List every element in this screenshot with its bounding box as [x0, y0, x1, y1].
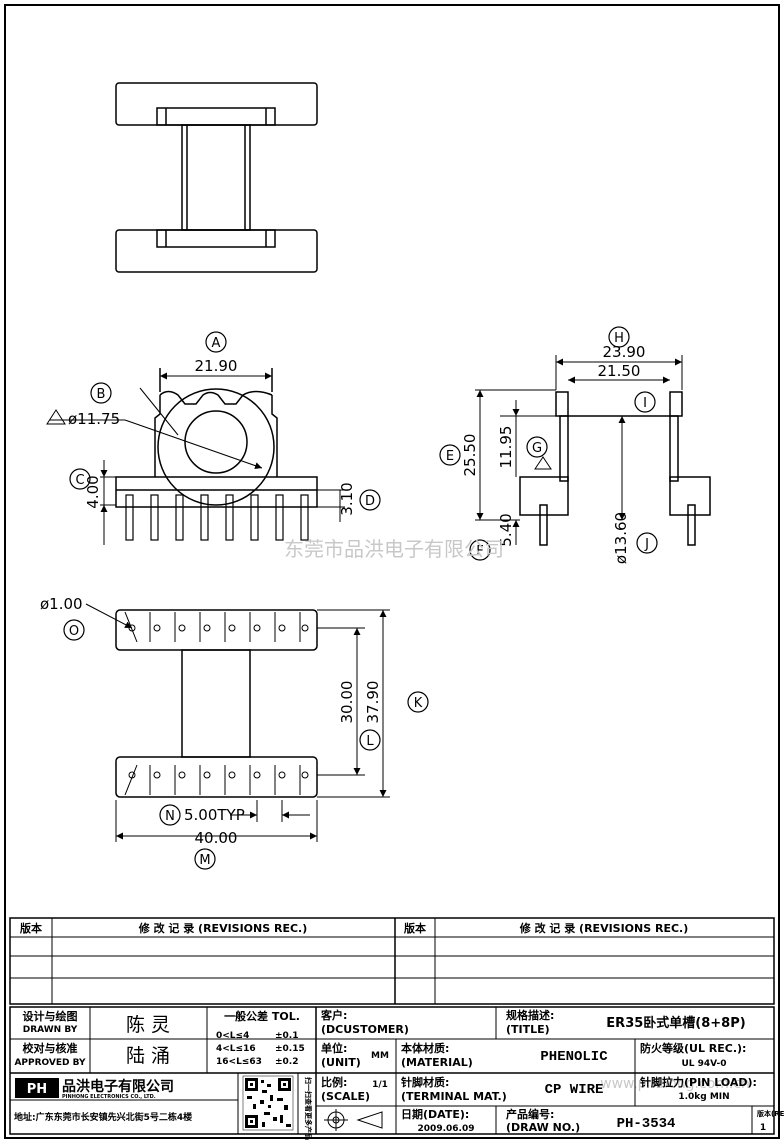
callout-c: C — [75, 473, 84, 488]
dim-g-value: 11.95 — [497, 426, 515, 469]
tol-value-2: ±0.15 — [275, 1044, 305, 1054]
logo-text: PH — [27, 1082, 47, 1097]
customer-label-cn: 客户: — [320, 1008, 347, 1022]
tol-range-3: 16<L≤63 — [216, 1057, 262, 1067]
pinload-label-cn: 针脚拉力(PIN LOAD): — [640, 1075, 757, 1089]
designer-label-en: DRAWN BY — [23, 1025, 78, 1035]
designer-label-cn: 设计与绘图 — [23, 1009, 78, 1023]
approver-label-en: APPROVED BY — [14, 1058, 86, 1068]
callout-g: G — [532, 441, 542, 456]
tol-value-1: ±0.1 — [275, 1031, 298, 1041]
title-value: ER35卧式单槽(8+8P) — [606, 1015, 745, 1031]
dim-c-value: 4.00 — [84, 475, 102, 508]
approver-label-cn: 校对与核准 — [23, 1041, 78, 1055]
dim-o-value: ø1.00 — [40, 595, 83, 613]
qr-code — [242, 1075, 294, 1131]
projection-symbol-icon — [324, 1109, 383, 1131]
unit-label-en: (UNIT) — [321, 1056, 361, 1069]
dim-k-value: 37.90 — [364, 681, 382, 724]
bottom-view — [115, 609, 318, 798]
scale-label-en: (SCALE) — [321, 1090, 370, 1103]
address: 地址:广东东莞市长安镇先兴北街5号二栋4楼 — [14, 1111, 192, 1123]
callout-i: I — [643, 396, 647, 411]
callout-n: N — [165, 809, 175, 824]
company-name: 品洪电子有限公司 — [62, 1078, 174, 1095]
front-view — [115, 368, 318, 541]
callout-b: B — [97, 387, 106, 402]
tol-range-1: 0<L≤4 — [216, 1031, 249, 1041]
designer-value: 陈 灵 — [126, 1014, 170, 1036]
unit-value: MM — [371, 1051, 389, 1061]
outer-frame — [4, 4, 780, 1139]
ul-label-cn: 防火等级(UL REC.): — [640, 1041, 746, 1055]
callout-k: K — [414, 696, 423, 711]
callout-circles — [63, 326, 658, 870]
rev-left-version-header: 版本 — [20, 921, 42, 935]
approver-value: 陆 涌 — [126, 1045, 170, 1067]
dim-h-value: 23.90 — [603, 343, 646, 361]
tol-range-2: 4<L≤16 — [216, 1044, 256, 1054]
tol-title: 一般公差 TOL. — [224, 1009, 300, 1023]
title-label-cn: 规格描述: — [506, 1008, 554, 1022]
side-dimensions — [475, 355, 683, 545]
callout-o: O — [69, 624, 79, 639]
dim-i-value: 21.50 — [598, 362, 641, 380]
drawno-label-en: (DRAW NO.) — [506, 1121, 580, 1134]
dim-a-value: 21.90 — [195, 357, 238, 375]
watermark-center: 东莞市品洪电子有限公司 — [284, 537, 504, 561]
date-value: 2009.06.09 — [418, 1124, 475, 1134]
rev-left-rec-header: 修 改 记 录 (REVISIONS REC.) — [138, 921, 308, 935]
qr-caption: 扫一扫查看更多产品 — [304, 1077, 313, 1140]
dim-d-value: 3.10 — [338, 482, 356, 515]
ul-value: UL 94V-0 — [681, 1059, 726, 1069]
title-block-grid — [9, 1006, 775, 1135]
watermark-right: www.pinhong.com.cn — [600, 1076, 750, 1092]
dim-l-value: 30.00 — [338, 681, 356, 724]
dim-e-value: 25.50 — [461, 434, 479, 477]
pinload-value: 1.0kg MIN — [678, 1092, 729, 1102]
terminal-label-en: (TERMINAL MAT.) — [401, 1090, 507, 1103]
drawno-value: PH-3534 — [617, 1116, 676, 1132]
rev-label: 版本(REV): — [757, 1109, 784, 1118]
terminal-label-cn: 针脚材质: — [401, 1075, 449, 1089]
unit-label-cn: 单位: — [321, 1041, 347, 1055]
rev-right-version-header: 版本 — [404, 921, 426, 935]
company-en: PINHONG ELECTRONICS CO., LTD. — [62, 1094, 156, 1100]
callout-m: M — [199, 853, 210, 868]
revisions-table — [9, 917, 775, 1005]
tol-value-3: ±0.2 — [275, 1057, 298, 1067]
material-value: PHENOLIC — [540, 1049, 608, 1065]
terminal-value: CP WIRE — [545, 1082, 604, 1098]
material-label-cn: 本体材质: — [401, 1041, 449, 1055]
callout-f: F — [476, 544, 483, 559]
callout-a: A — [212, 336, 221, 351]
title-label-en: (TITLE) — [506, 1023, 550, 1036]
dim-f-value: 5.40 — [497, 513, 515, 546]
callout-l: L — [366, 734, 374, 749]
material-label-en: (MATERIAL) — [401, 1056, 473, 1069]
scale-label-cn: 比例: — [321, 1075, 347, 1089]
dim-m-value: 40.00 — [195, 829, 238, 847]
front-dimensions — [46, 372, 345, 545]
drawno-label-cn: 产品编号: — [506, 1107, 554, 1121]
dim-j-value: ø13.60 — [612, 512, 630, 564]
callout-h: H — [614, 331, 624, 346]
bottom-dimensions — [85, 603, 390, 842]
callout-e: E — [446, 449, 454, 464]
dim-b-value: ø11.75 — [68, 410, 120, 428]
top-view — [115, 82, 318, 273]
company-logo: PH — [15, 1078, 59, 1098]
scale-value: 1/1 — [372, 1080, 388, 1090]
customer-label-en: (DCUSTOMER) — [321, 1023, 409, 1036]
callout-letters: A B C D E F G H I J K L M N O — [69, 331, 649, 868]
callout-d: D — [365, 494, 375, 509]
callout-j: J — [644, 537, 649, 552]
rev-right-rec-header: 修 改 记 录 (REVISIONS REC.) — [519, 921, 689, 935]
rev-value: 1 — [760, 1123, 766, 1133]
dim-n-value: 5.00TYP — [184, 806, 245, 824]
date-label-cn: 日期(DATE): — [401, 1107, 469, 1121]
